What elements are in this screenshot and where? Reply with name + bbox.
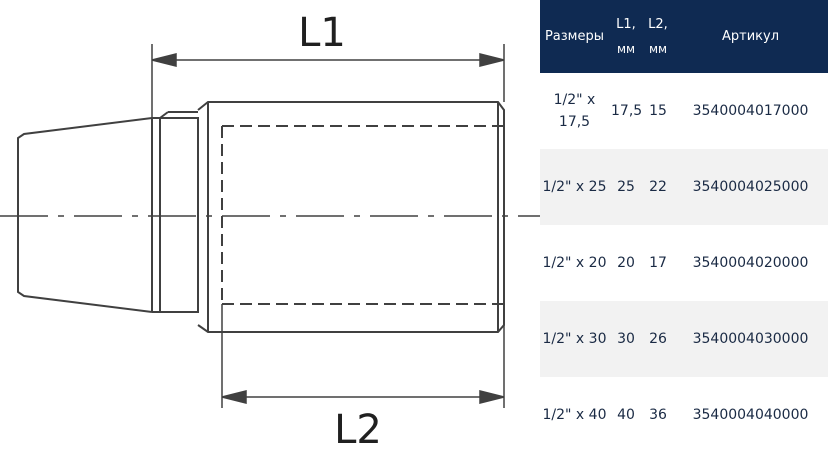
cell-l1: 25	[617, 179, 635, 195]
thread-end-outline	[17, 117, 153, 313]
cell-size: 1/2" x 25	[542, 179, 607, 195]
cell-article: 3540004040000	[692, 407, 809, 423]
header-l2: L2, мм	[643, 0, 673, 73]
hidden-bore-lines	[221, 125, 504, 305]
cell-article: 3540004020000	[692, 255, 809, 271]
cell-size: 1/2" x 20	[542, 255, 607, 271]
cell-l2: 17	[649, 255, 667, 271]
table-row: 1/2" x 30 30 26 3540004030000	[540, 301, 828, 377]
cell-l2: 26	[649, 331, 667, 347]
cell-l2: 15	[649, 103, 667, 119]
fitting-technical-drawing: L1 L2	[0, 10, 540, 453]
table-row: 1/2" x 17,5 17,5 15 3540004017000	[540, 73, 828, 149]
header-article: Артикул	[721, 28, 780, 44]
header-l2-unit: мм	[648, 41, 668, 56]
cell-size: 1/2" x 40	[542, 407, 607, 423]
l2-arrow-left	[221, 390, 247, 404]
cell-article: 3540004030000	[692, 331, 809, 347]
header-l1: L1, мм	[609, 0, 643, 73]
l1-arrow-left	[151, 53, 177, 67]
table-header-row: Размеры L1, мм L2, мм Артикул	[540, 0, 828, 73]
nut-chamfer-top	[159, 111, 169, 119]
header-size: Размеры	[544, 28, 605, 44]
cell-l1: 20	[617, 255, 635, 271]
cell-article: 3540004025000	[692, 179, 809, 195]
l1-arrow-right	[479, 53, 505, 67]
header-l1-label: L1,	[616, 16, 636, 32]
table-row: 1/2" x 25 25 22 3540004025000	[540, 149, 828, 225]
l2-arrow-right	[479, 390, 505, 404]
table-row: 1/2" x 20 20 17 3540004020000	[540, 225, 828, 301]
cell-size: 1/2" x 17,5	[553, 92, 596, 130]
cell-l2: 36	[649, 407, 667, 423]
table-row: 1/2" x 40 40 36 3540004040000	[540, 377, 828, 453]
cell-size: 1/2" x 30	[542, 331, 607, 347]
header-l2-label: L2,	[648, 16, 668, 32]
cell-article: 3540004017000	[692, 103, 809, 119]
dimension-label-l1: L1	[298, 10, 346, 56]
cell-l1: 40	[617, 407, 635, 423]
hex-nut-outline	[151, 117, 199, 313]
sleeve-outline	[197, 101, 505, 333]
dimension-label-l2: L2	[334, 407, 382, 453]
dimensions-table: Размеры L1, мм L2, мм Артикул 1/2" x 17,5 …	[540, 0, 828, 453]
header-l1-unit: мм	[616, 41, 636, 56]
cell-l1: 17,5	[611, 103, 643, 119]
cell-l2: 22	[649, 179, 667, 195]
cell-l1: 30	[617, 331, 635, 347]
